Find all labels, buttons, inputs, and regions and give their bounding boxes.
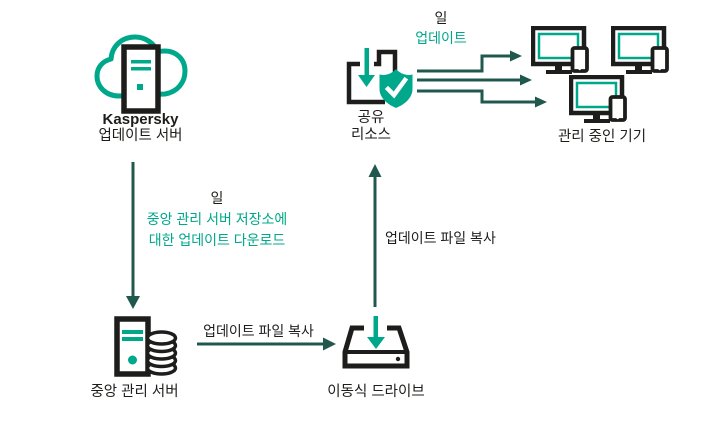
- arrow-copy-right-icon: [197, 337, 336, 351]
- arrow-copy-up-icon: [368, 164, 382, 307]
- arrow-distribute-bottom-icon: [417, 89, 547, 108]
- label-kaspersky-update-server: Kaspersky 업데이트 서버: [83, 111, 198, 145]
- cloud-update-server-icon: [94, 34, 188, 114]
- shared-resource-shield-icon: [346, 48, 413, 108]
- label-shared-resource-line2: 리소스: [350, 127, 392, 143]
- label-managed-devices: 관리 중인 기기: [557, 129, 647, 145]
- label-admin-server: 중앙 관리 서버: [90, 384, 179, 400]
- node-removable-drive: [342, 310, 410, 370]
- admin-server-disks-icon: [114, 316, 178, 377]
- node-shared-resource: [345, 46, 429, 112]
- annotation-distribute-day: 일: [434, 10, 448, 26]
- annotation-download-day: 일: [210, 190, 224, 206]
- node-admin-server: [110, 294, 190, 378]
- managed-device-icon: [611, 26, 669, 74]
- annotation-distribute-label: 업데이트: [415, 30, 467, 46]
- label-kaspersky-line2: 업데이트 서버: [98, 128, 183, 144]
- node-managed-devices: [531, 26, 676, 126]
- arrow-distribute-middle-icon: [417, 74, 532, 86]
- annotation-copy-to-drive: 업데이트 파일 복사: [203, 323, 314, 339]
- removable-drive-icon: [342, 316, 410, 369]
- managed-device-icon: [569, 75, 627, 123]
- arrow-download-icon: [126, 162, 140, 309]
- managed-device-icon: [531, 26, 589, 74]
- annotation-download-line2: 대한 업데이트 다운로드: [148, 232, 286, 248]
- annotation-copy-to-share: 업데이트 파일 복사: [385, 230, 496, 246]
- annotation-distribute-schedule: 일 업데이트: [391, 8, 491, 48]
- label-shared-resource: 공유 리소스: [330, 110, 412, 144]
- label-shared-resource-line1: 공유: [357, 110, 385, 126]
- annotation-download-line1: 중앙 관리 서버 저장소에: [146, 211, 288, 227]
- arrow-distribute-top-icon: [417, 50, 522, 73]
- node-kaspersky-update-server: [93, 26, 189, 116]
- label-removable-drive: 이동식 드라이브: [327, 384, 425, 400]
- label-kaspersky-line1: Kaspersky: [102, 111, 179, 128]
- annotation-download-schedule: 일 중앙 관리 서버 저장소에 대한 업데이트 다운로드: [132, 188, 302, 251]
